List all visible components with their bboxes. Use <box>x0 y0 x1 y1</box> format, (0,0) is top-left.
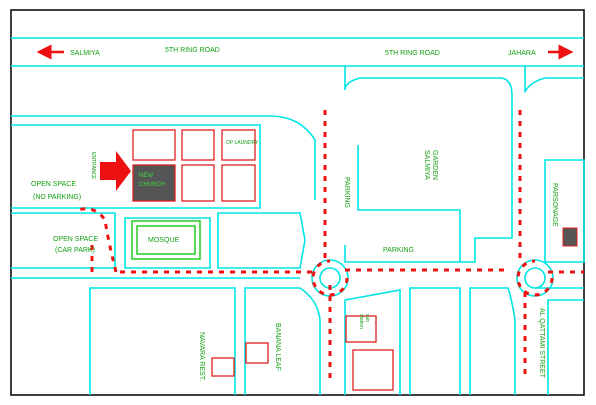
label-salmiya-road: SALMIYA <box>70 50 100 57</box>
label-new-church-2: CHURCH <box>139 182 165 188</box>
label-ring-road-west: 5TH RING ROAD <box>165 47 220 54</box>
label-salmiya-garden-2: GARDEN <box>431 150 438 180</box>
label-ring-road-east: 5TH RING ROAD <box>385 50 440 57</box>
label-open-space-2: OPEN SPACE <box>53 236 98 243</box>
map-frame <box>10 9 585 396</box>
label-sub-station-2: station <box>358 314 364 329</box>
mosque-building <box>131 220 201 260</box>
road-network <box>11 66 585 395</box>
label-parking-horizontal: PARKING <box>383 247 414 254</box>
building-blocks <box>132 129 394 391</box>
new-church-building <box>132 164 176 202</box>
label-navara-rest: NAVARA REST. <box>198 332 205 381</box>
label-entrance: ENTRANCE <box>90 152 96 180</box>
label-sub-station-1: sub <box>364 314 370 322</box>
label-al-qattami-street: AL QATTAMI STREET <box>538 308 545 379</box>
entrance-arrow-icon <box>100 151 131 191</box>
label-jahara: JAHARA <box>508 50 536 57</box>
label-open-space-2-note: (CAR PARK) <box>55 247 95 254</box>
route-to-church <box>77 110 584 380</box>
parsonage-building <box>562 227 578 247</box>
label-parsonage: PARSONAGE <box>551 183 558 227</box>
label-open-space-1-note: (NO PARKING) <box>33 194 81 201</box>
label-mosque: MOSQUE <box>148 237 179 244</box>
label-banana-leaf: BANANA LEAF <box>274 323 281 371</box>
label-open-space-1: OPEN SPACE <box>31 181 76 188</box>
label-parking-vertical: PARKING <box>343 177 350 208</box>
label-salmiya-garden-1: SALMIYA <box>423 150 430 180</box>
label-laundry: OP LAUNDRY <box>226 140 259 146</box>
label-new-church-1: NEW <box>139 173 153 179</box>
ring-road <box>11 37 584 67</box>
